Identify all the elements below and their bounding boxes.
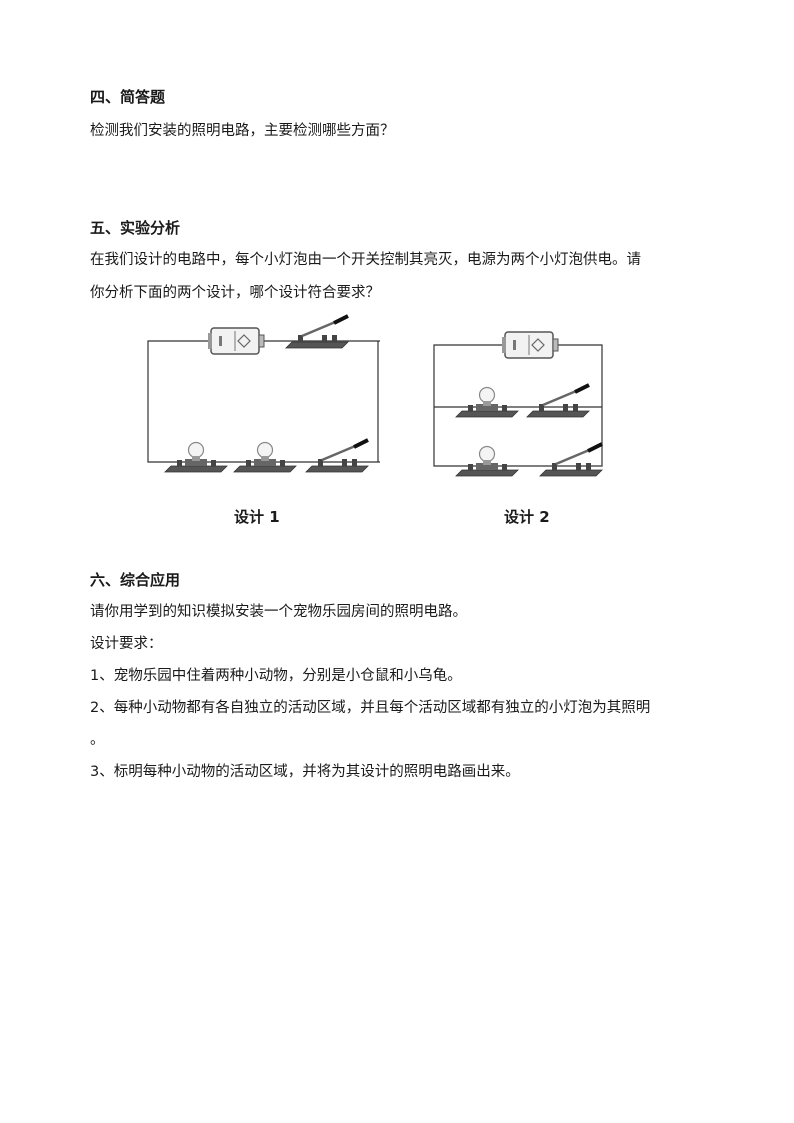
section6-requirements-title: 设计要求： [90,636,163,652]
switch-icon [304,438,370,474]
section4-heading: 四、简答题 [90,88,166,106]
switch-icon [525,383,591,419]
section6-requirement-3: 3、标明每种小动物的活动区域，并将为其设计的照明电路画出来。 [90,764,520,780]
section6-requirement-2: 2、每种小动物都有各自独立的活动区域，并且每个活动区域都有独立的小灯泡为其照明 [90,700,651,716]
section4-question: 检测我们安装的照明电路，主要检测哪些方面？ [90,123,395,139]
section5-heading: 五、实验分析 [90,219,181,237]
section6-intro: 请你用学到的知识模拟安装一个宠物乐园房间的照明电路。 [90,604,467,620]
section6-requirement-1: 1、宠物乐园中住着两种小动物，分别是小仓鼠和小乌龟。 [90,668,462,684]
switch-icon [538,442,604,478]
section6-requirement-2-cont: 。 [90,732,105,748]
battery-icon [207,327,265,355]
section5-text-line1: 在我们设计的电路中，每个小灯泡由一个开关控制其亮灭，电源为两个小灯泡供电。请 [90,252,641,268]
design2-caption: 设计 2 [504,508,550,526]
circuit-diagrams [147,314,604,478]
design1-caption: 设计 1 [234,508,280,526]
bulb-icon [233,441,297,473]
switch-icon [284,314,350,350]
bulb-icon [455,386,519,418]
section6-heading: 六、综合应用 [90,571,181,589]
section5-text-line2: 你分析下面的两个设计，哪个设计符合要求？ [90,285,380,301]
battery-icon [501,331,559,359]
bulb-icon [455,445,519,477]
bulb-icon [164,441,228,473]
design1-circuit [147,314,380,474]
design2-circuit [433,331,604,478]
